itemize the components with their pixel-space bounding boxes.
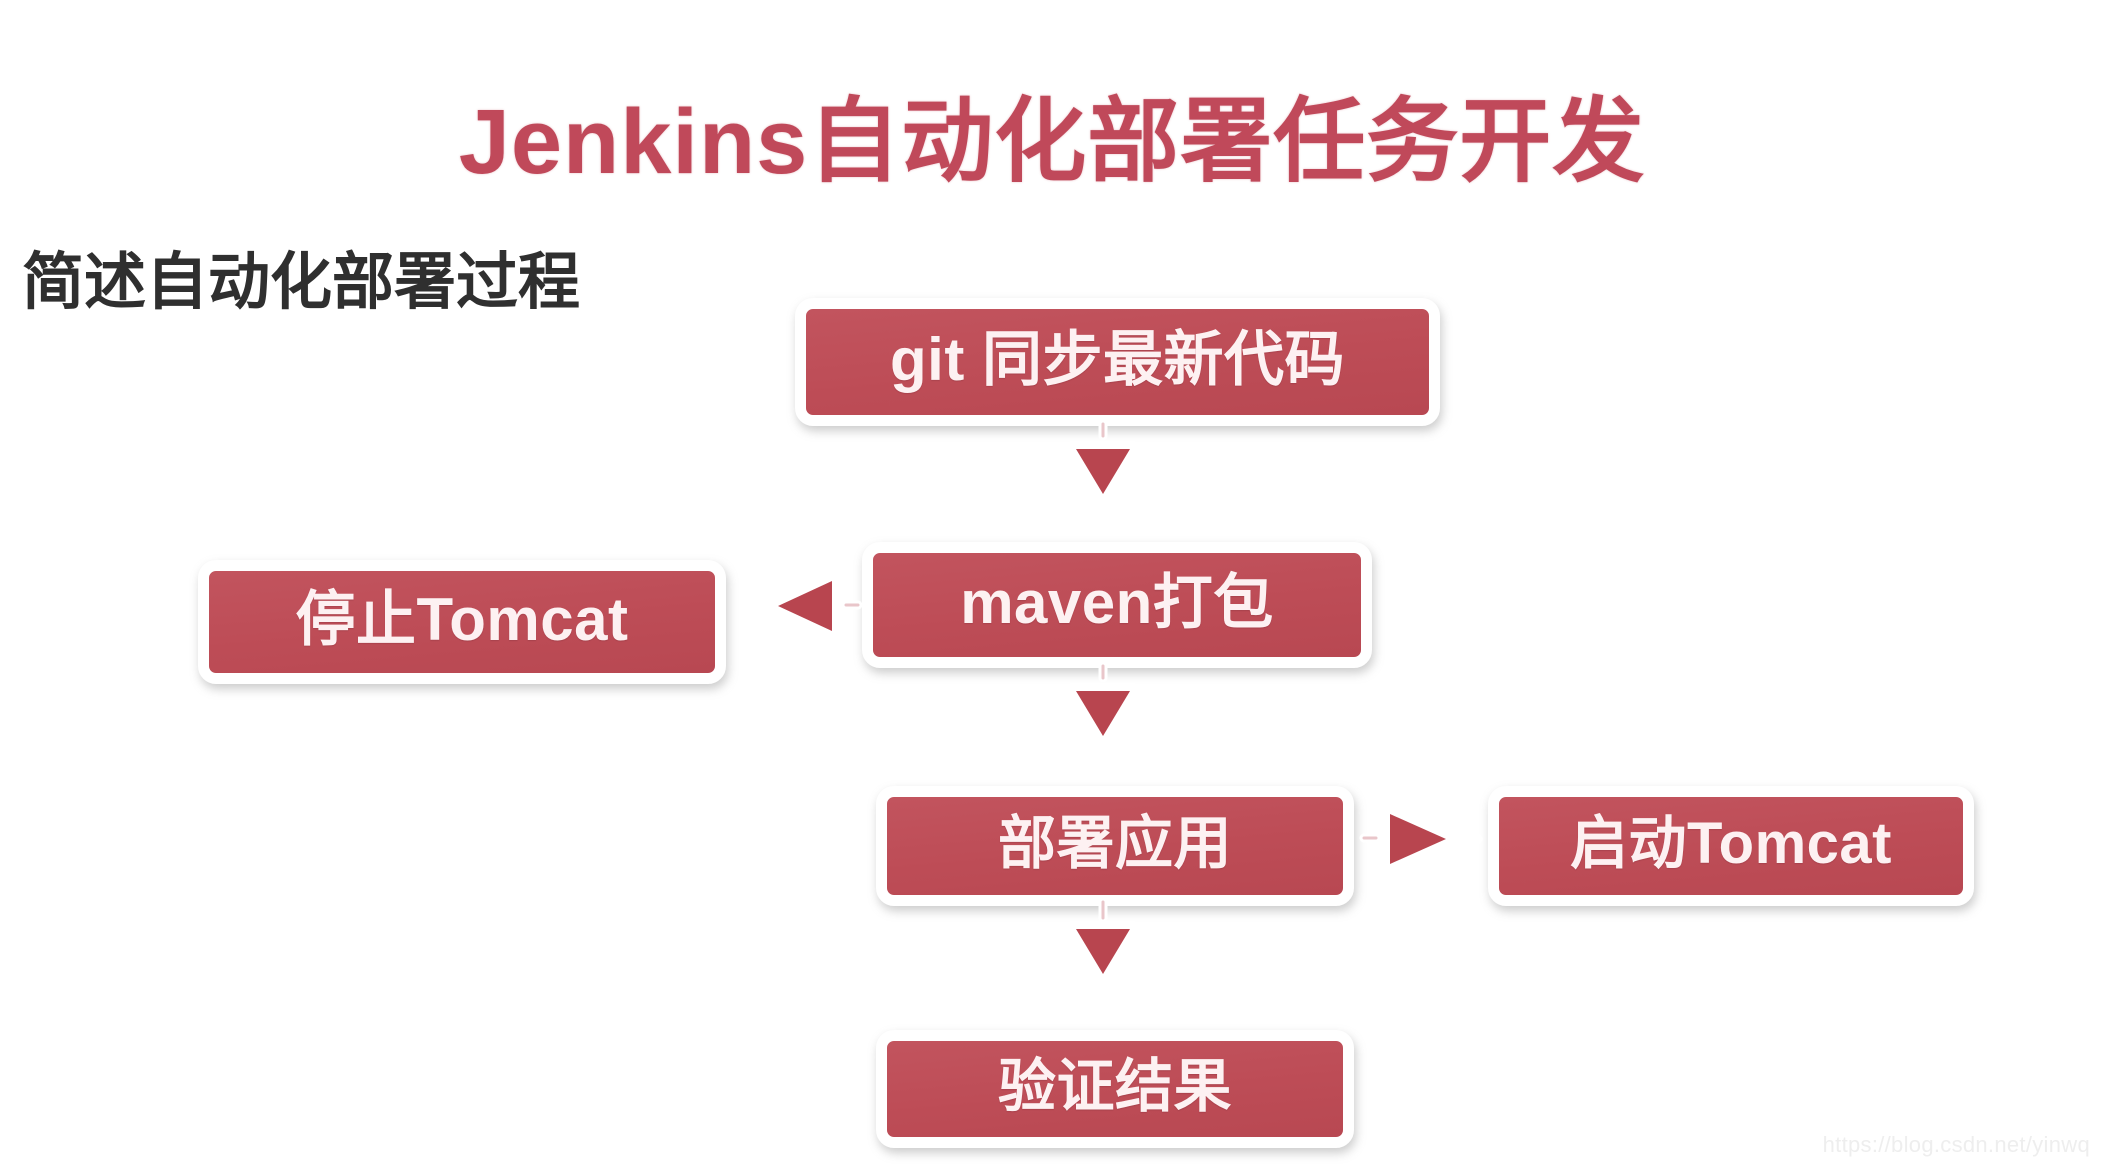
arrow-deploy-to-start-tomcat — [1358, 800, 1494, 910]
arrow-git-to-maven — [1058, 419, 1148, 538]
flow-node-label: 启动Tomcat — [1570, 811, 1892, 876]
flow-node-label: 部署应用 — [997, 811, 1232, 876]
arrow-maven-to-stop-tomcat — [730, 565, 866, 683]
arrow-down-icon — [1067, 661, 1139, 775]
arrow-down-icon — [1067, 897, 1139, 1013]
flow-node-start-tomcat[interactable]: 启动Tomcat — [1488, 786, 1974, 906]
arrow-right-icon — [1359, 805, 1483, 873]
arrow-down-icon — [1067, 419, 1139, 533]
flow-node-label: git 同步最新代码 — [890, 326, 1345, 393]
flow-node-label: 停止Tomcat — [295, 586, 629, 653]
flow-node-maven-package[interactable]: maven打包 — [862, 542, 1372, 668]
page-title: Jenkins自动化部署任务开发 — [458, 90, 1646, 193]
flow-node-git-sync[interactable]: git 同步最新代码 — [795, 298, 1440, 426]
flow-node-label: maven打包 — [960, 569, 1274, 636]
arrow-maven-to-deploy — [1058, 661, 1148, 780]
flow-node-deploy-app[interactable]: 部署应用 — [876, 786, 1354, 906]
flow-node-label: 验证结果 — [997, 1054, 1232, 1119]
watermark: https://blog.csdn.net/yinwq — [1822, 1132, 2090, 1157]
flow-node-verify-result[interactable]: 验证结果 — [876, 1030, 1354, 1148]
flow-node-stop-tomcat[interactable]: 停止Tomcat — [198, 560, 726, 684]
arrow-deploy-to-verify — [1058, 897, 1148, 1018]
section-subtitle: 简述自动化部署过程 — [22, 248, 581, 318]
arrow-left-icon — [741, 572, 863, 640]
